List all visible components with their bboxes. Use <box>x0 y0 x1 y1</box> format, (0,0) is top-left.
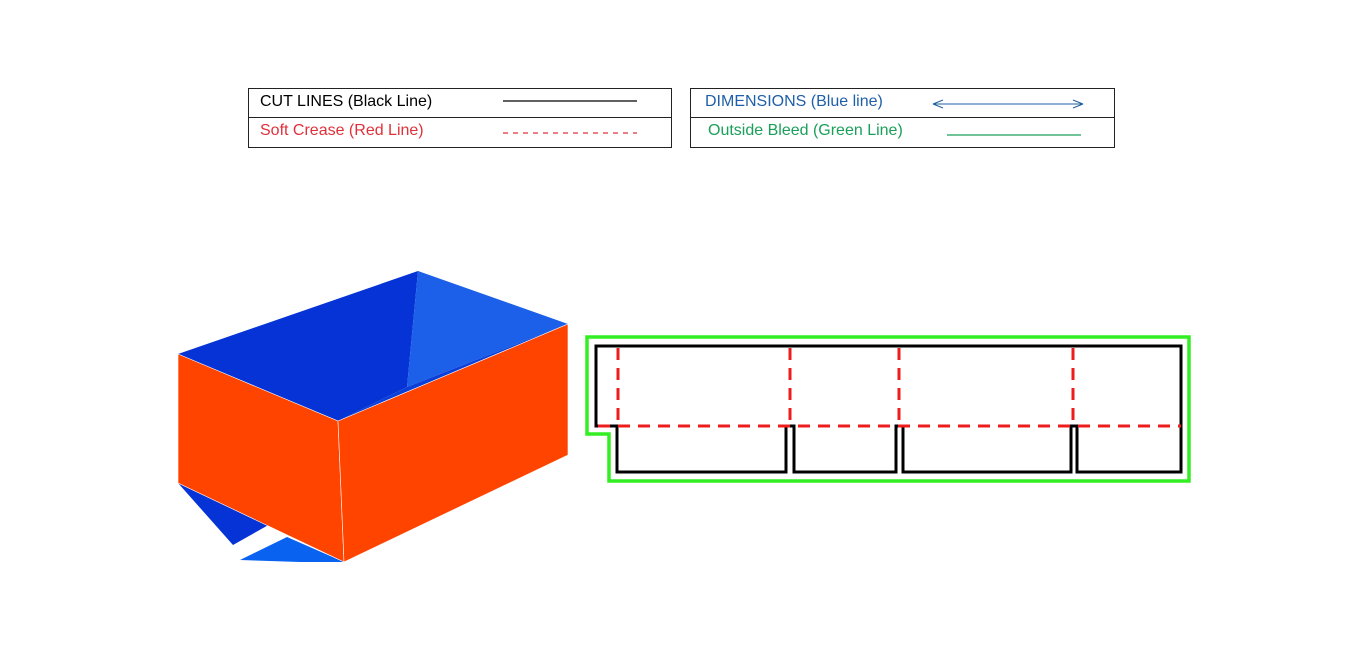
box-3d-illustration <box>177 271 569 563</box>
legend-box-right: DIMENSIONS (Blue line) Outside Bleed (Gr… <box>690 88 1115 148</box>
box-front-right-face <box>337 323 569 563</box>
legend-box-left: CUT LINES (Black Line) Soft Crease (Red … <box>248 88 672 148</box>
legend-row-cut-lines: CUT LINES (Black Line) <box>249 89 671 118</box>
box-bottom-flap-left <box>178 483 272 545</box>
legend-label-outside-bleed: Outside Bleed (Green Line) <box>708 122 903 139</box>
legend-row-outside-bleed: Outside Bleed (Green Line) <box>691 118 1114 147</box>
legend-row-dimensions: DIMENSIONS (Blue line) <box>691 89 1114 118</box>
legend-sample-crease-line <box>503 132 637 134</box>
legend-label-dimensions: DIMENSIONS (Blue line) <box>705 93 883 110</box>
box-dieline <box>585 335 1191 483</box>
legend-sample-cut-line <box>503 100 637 102</box>
dieline-cut-lines <box>594 344 1183 474</box>
legend-row-soft-crease: Soft Crease (Red Line) <box>249 118 671 147</box>
box-inner-side-wall <box>407 271 568 387</box>
dieline-outside-bleed <box>585 335 1191 483</box>
arrow-right-icon <box>1072 99 1084 109</box>
box-bottom-flap-front <box>240 537 344 562</box>
legend-sample-dimension-arrow <box>932 99 1084 109</box>
dieline-soft-creases <box>598 348 1181 428</box>
arrow-left-icon <box>932 99 944 109</box>
legend-label-soft-crease: Soft Crease (Red Line) <box>260 122 424 139</box>
legend-sample-bleed-line <box>947 134 1081 136</box>
box-inner-back-wall <box>178 271 418 421</box>
legend-label-cut-lines: CUT LINES (Black Line) <box>260 93 433 110</box>
